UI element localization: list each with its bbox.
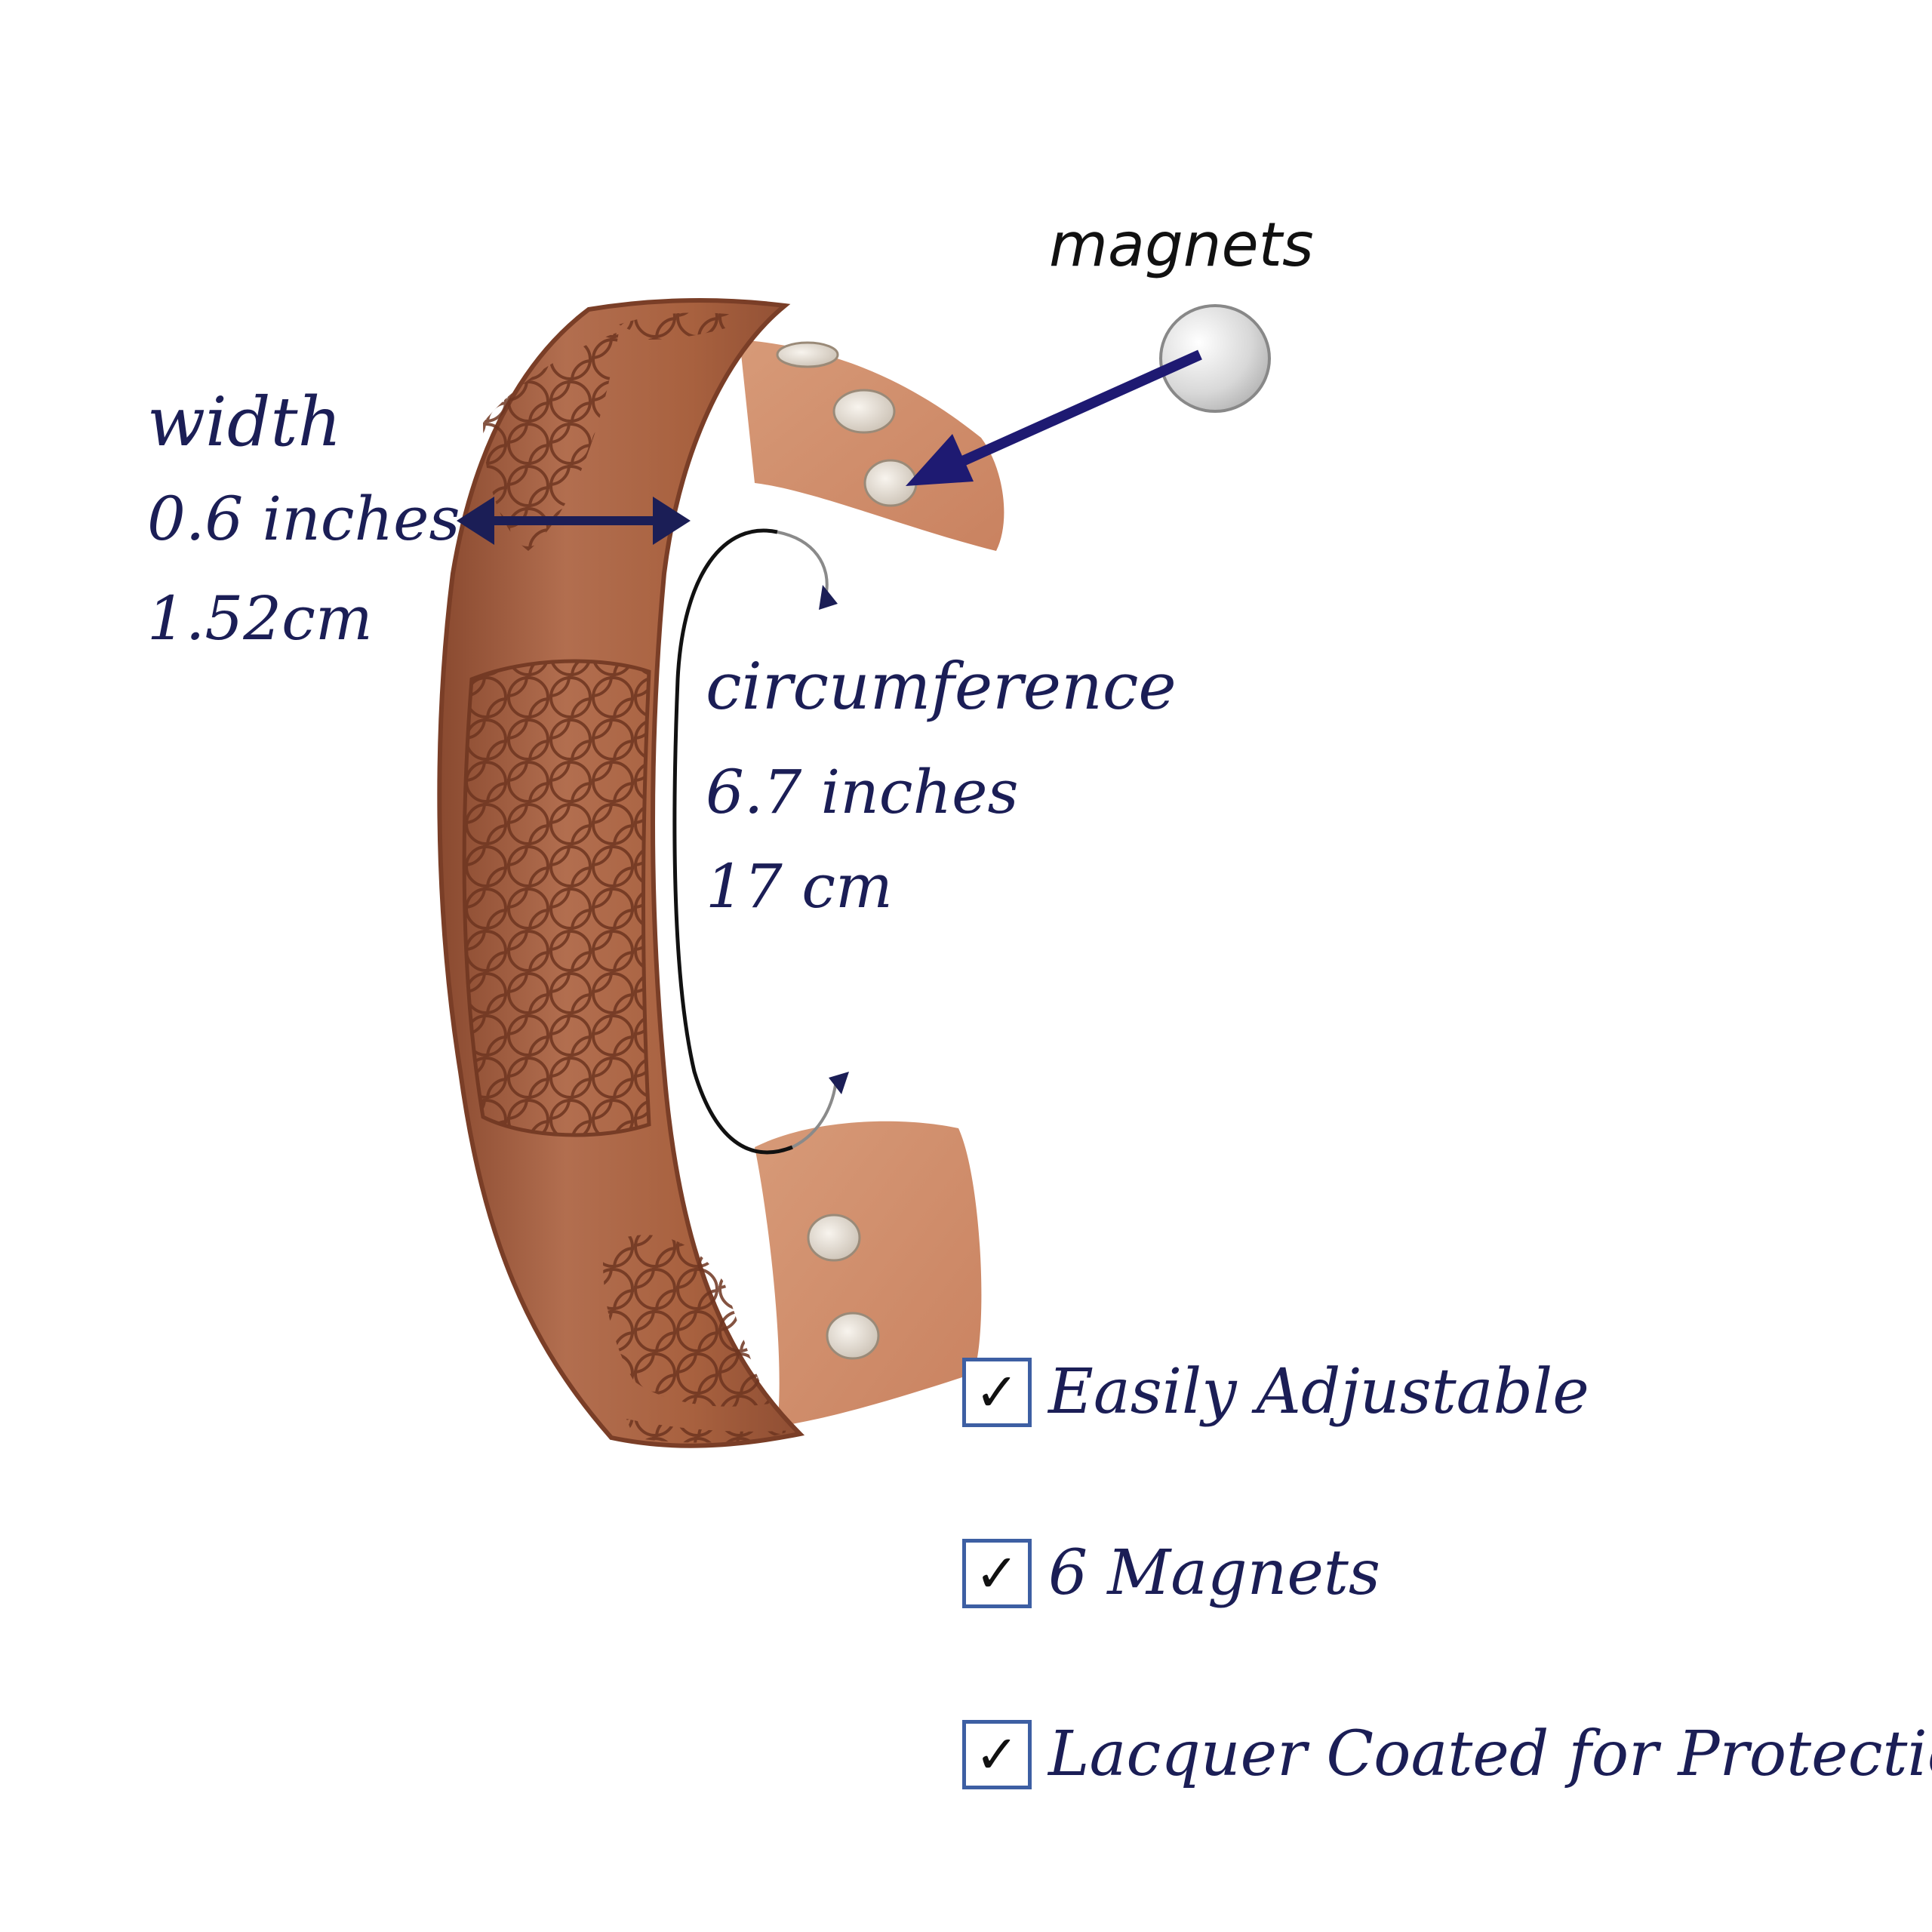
magnets-label: magnets [1049,210,1314,280]
feature-label: 6 Magnets [1048,1537,1380,1609]
width-arrow [457,497,691,545]
checkbox-checked-icon: ✓ [962,1358,1032,1427]
bracelet-inner-top [740,340,1004,551]
circumference-imperial: 6.7 inches [706,757,1019,827]
circumference-metric: 17 cm [706,851,893,921]
checkbox-checked-icon: ✓ [962,1539,1032,1608]
magnet-disc [1159,304,1271,413]
feature-label: Lacquer Coated for Protection [1048,1718,1932,1790]
magnet-pointer-arrow [906,349,1202,486]
circumference-arc [672,528,849,1155]
checkbox-checked-icon: ✓ [962,1720,1032,1789]
engraved-pattern [462,312,792,1443]
width-imperial: 0.6 inches [147,484,460,554]
width-title: width [147,383,342,462]
bracelet-inner-bottom [755,1121,982,1426]
feature-label: Easily Adjustable [1048,1356,1589,1428]
feature-item-magnets: ✓ 6 Magnets [962,1532,1380,1615]
feature-item-adjustable: ✓ Easily Adjustable [962,1351,1589,1434]
width-metric: 1.52cm [147,583,373,654]
circumference-title: circumference [706,650,1177,724]
bracelet-magnets [776,341,918,1360]
feature-item-lacquer: ✓ Lacquer Coated for Protection [962,1713,1932,1796]
